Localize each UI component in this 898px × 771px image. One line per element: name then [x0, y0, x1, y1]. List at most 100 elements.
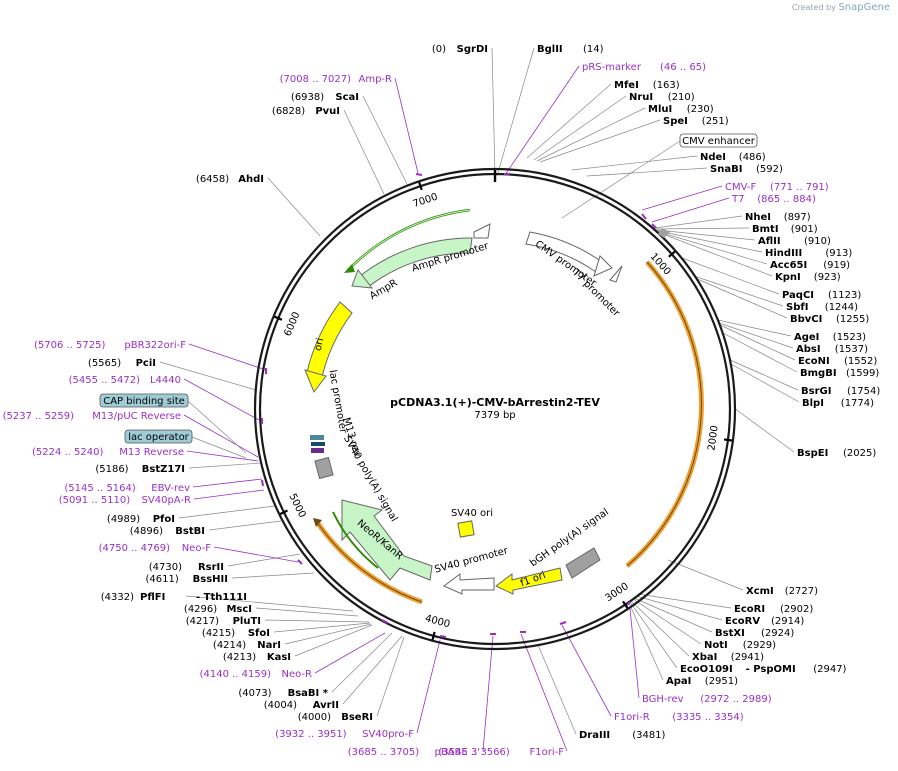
svg-text:SV40pA-R: SV40pA-R	[142, 495, 191, 506]
primer-neof[interactable]: Neo-F(4750 .. 4769)	[99, 543, 212, 554]
primer-ampr[interactable]: Amp-R(7008 .. 7027)	[280, 74, 392, 85]
svg-text:BstXI: BstXI	[715, 628, 745, 639]
site-snabi[interactable]: SnaBI (592)	[710, 164, 783, 175]
site-hindiii[interactable]: HindIII(913)	[765, 248, 852, 259]
site-sbfi[interactable]: SbfI(1244)	[786, 302, 858, 313]
site-acc65i[interactable]: Acc65I(919)	[770, 260, 850, 271]
site-kpni[interactable]: KpnI(923)	[775, 272, 841, 283]
site-kasi[interactable]: KasI(4213)	[223, 652, 291, 663]
site-nhei[interactable]: NheI(897)	[745, 212, 811, 223]
mcs-box	[658, 228, 670, 238]
site-nari[interactable]: NarI(4214)	[213, 640, 281, 651]
site-scai[interactable]: ScaI(6938)	[291, 92, 359, 103]
site-bsrgi[interactable]: BsrGI(1754)	[801, 386, 880, 397]
svg-text:(592): (592)	[756, 164, 783, 175]
svg-text:SnaBI: SnaBI	[710, 164, 742, 175]
site-absi[interactable]: AbsI(1537)	[796, 344, 868, 355]
site-ecoo109i[interactable]: EcoO109I(2947)- PspOMI	[680, 664, 847, 675]
site-aflii[interactable]: AflII(910)	[758, 236, 831, 247]
feature-box-lac-operator[interactable]: lac operator	[124, 429, 193, 444]
site-pfoi[interactable]: PfoI(4989)	[107, 514, 175, 525]
site-bstxi[interactable]: BstXI (2924)	[715, 628, 794, 639]
primer-pbr322orif[interactable]: pBR322ori-F(5706 .. 5725)	[34, 340, 186, 351]
site-bglii[interactable]: BglII(14)	[537, 44, 604, 55]
svg-text:(4000): (4000)	[298, 712, 331, 723]
tick-mark	[431, 631, 436, 640]
site-draiii[interactable]: DraIII (3481)	[579, 730, 666, 741]
site-pluti[interactable]: PluTI(4217)	[186, 616, 261, 627]
site-bmti[interactable]: BmtI(901)	[752, 224, 818, 235]
site-bspei[interactable]: BspEI(2025)	[797, 448, 876, 459]
tick-label: 6000	[283, 310, 303, 338]
site-pvui[interactable]: PvuI(6828)	[272, 106, 340, 117]
site-paqci[interactable]: PaqCI(1123)	[782, 290, 861, 301]
site-ecori[interactable]: EcoRI(2902)	[734, 604, 813, 615]
svg-text:ApaI: ApaI	[666, 676, 691, 687]
svg-text:(5237 .. 5259): (5237 .. 5259)	[3, 411, 75, 422]
site-apai[interactable]: ApaI (2951)	[666, 676, 738, 687]
m13-block	[311, 448, 324, 453]
site-pflfi[interactable]: PflFI(4332)- Tth111I	[101, 592, 247, 603]
site-nrui[interactable]: NruI(210)	[629, 92, 695, 103]
site-bbvci[interactable]: BbvCI(1255)	[790, 314, 869, 325]
feature-box-cmv-enhancer[interactable]: CMV enhancer	[679, 133, 758, 148]
svg-text:(3545 .. 3566): (3545 .. 3566)	[438, 747, 510, 758]
site-agei[interactable]: AgeI(1523)	[794, 332, 866, 343]
site-bstbi[interactable]: BstBI(4896)	[130, 526, 205, 537]
site-econi[interactable]: EcoNI(1552)	[798, 356, 877, 367]
site-sgrdi[interactable]: SgrDI(0)	[432, 44, 488, 55]
svg-text:DraIII: DraIII	[579, 730, 610, 741]
site-bstz17i[interactable]: BstZ17I(5186)	[95, 464, 185, 475]
primer-m13reverse[interactable]: M13 Reverse(5224 .. 5240)	[32, 447, 184, 458]
svg-text:(2951): (2951)	[705, 676, 738, 687]
svg-text:(3481): (3481)	[632, 730, 665, 741]
svg-text:CMV enhancer: CMV enhancer	[682, 136, 756, 147]
site-bseri[interactable]: BseRI(4000)	[298, 712, 373, 723]
site-pcii[interactable]: PciI(5565)	[88, 358, 156, 369]
svg-text:M13/pUC Reverse: M13/pUC Reverse	[92, 411, 181, 422]
svg-text:Amp-R: Amp-R	[359, 74, 393, 85]
site-bmgbi[interactable]: BmgBI(1599)	[800, 368, 879, 379]
svg-text:NdeI: NdeI	[700, 152, 726, 163]
primer-f1orif[interactable]: F1ori-F(3545 .. 3566)	[438, 747, 564, 758]
svg-text:PluTI: PluTI	[233, 616, 261, 627]
site-mfei[interactable]: MfeI(163)	[614, 80, 680, 91]
svg-text:(1523): (1523)	[833, 332, 866, 343]
primer-sv40par[interactable]: SV40pA-R(5091 .. 5110)	[59, 495, 191, 506]
primer-pbabe3[interactable]: pBABE 3'(3685 .. 3705)	[348, 747, 480, 758]
primer-neor[interactable]: Neo-R(4140 .. 4159)	[200, 669, 312, 680]
svg-text:(2924): (2924)	[761, 628, 794, 639]
primer-sv40prof[interactable]: SV40pro-F(3932 .. 3951)	[275, 729, 414, 740]
svg-text:(913): (913)	[825, 248, 852, 259]
primer-f1orir[interactable]: F1ori-R(3335 .. 3354)	[614, 712, 744, 723]
site-spei[interactable]: SpeI(251)	[663, 116, 729, 127]
site-ecorv[interactable]: EcoRV(2914)	[725, 616, 804, 627]
svg-text:(5455 .. 5472): (5455 .. 5472)	[69, 375, 141, 386]
feature-box-cap-binding-site[interactable]: CAP binding site	[99, 393, 189, 408]
site-xcmi[interactable]: XcmI(2727)	[746, 586, 818, 597]
primer-m13pucreverse[interactable]: M13/pUC Reverse (5237 .. 5259)	[3, 411, 181, 422]
site-ndei[interactable]: NdeI(486)	[700, 152, 766, 163]
site-ahdi[interactable]: AhdI(6458)	[196, 174, 264, 185]
svg-text:SV40pro-F: SV40pro-F	[362, 729, 414, 740]
primer-cmvf[interactable]: CMV-F(771 .. 791)	[725, 182, 829, 193]
site-msci[interactable]: MscI(4296)	[184, 604, 252, 615]
site-rsrii[interactable]: RsrII(4730)	[149, 562, 224, 573]
primer-t7[interactable]: T7(865 .. 884)	[731, 194, 816, 205]
site-noti[interactable]: NotI(2929)	[704, 640, 776, 651]
primer-prsmarker[interactable]: pRS-marker(46 .. 65)	[582, 62, 706, 73]
site-avrii[interactable]: AvrII(4004)	[264, 700, 339, 711]
site-blpi[interactable]: BlpI(1774)	[802, 398, 874, 409]
svg-text:BmtI: BmtI	[752, 224, 779, 235]
site-bsshii[interactable]: BssHII(4611)	[146, 574, 228, 585]
site-mlui[interactable]: MluI(230)	[648, 104, 714, 115]
primer-l4440[interactable]: L4440(5455 .. 5472)	[69, 375, 181, 386]
primer-ebvrev[interactable]: EBV-rev(5145 .. 5164)	[64, 483, 190, 494]
site-sfoi[interactable]: SfoI(4215)	[202, 628, 270, 639]
site-bsabi[interactable]: BsaBI *(4073)	[238, 688, 328, 699]
svg-text:PflFI: PflFI	[140, 592, 165, 603]
primer-bghrev[interactable]: BGH-rev(2972 .. 2989)	[642, 694, 772, 705]
site-xbai[interactable]: XbaI(2941)	[692, 652, 764, 663]
